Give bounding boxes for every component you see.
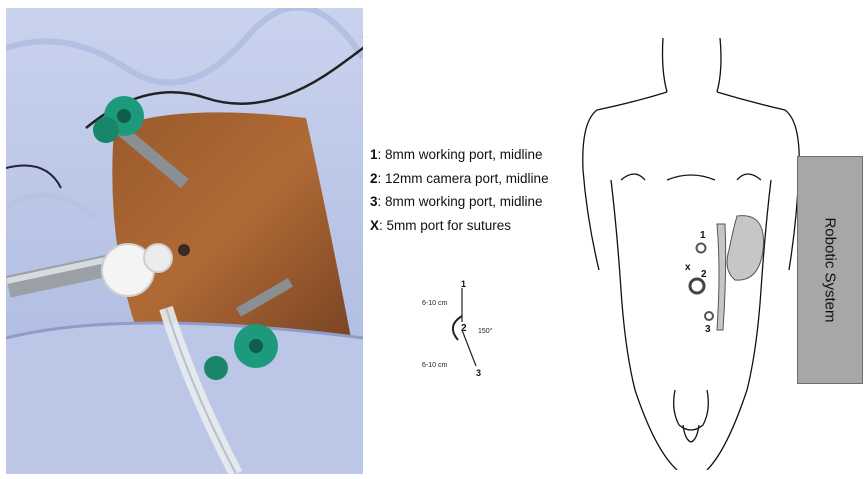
- kidney-shape: [727, 216, 763, 280]
- legend-key: 3: [370, 194, 378, 209]
- angle-label: 150°: [478, 327, 493, 335]
- distance-bottom-label: 6-10 cm: [422, 362, 447, 369]
- robotic-system-label: Robotic System: [822, 217, 839, 322]
- ureter-shape: [717, 224, 726, 330]
- legend-text: : 8mm working port, midline: [378, 147, 543, 162]
- robotic-system-box: Robotic System: [797, 156, 863, 384]
- port-1-marker: [697, 244, 706, 253]
- body-diagram: 1 2 3 x: [575, 30, 805, 470]
- angle-port-2-label: 2: [461, 323, 467, 334]
- port-legend: 1: 8mm working port, midline 2: 12mm cam…: [370, 143, 549, 237]
- legend-text: : 12mm camera port, midline: [378, 171, 549, 186]
- body-outline: [583, 38, 799, 470]
- legend-item: X: 5mm port for sutures: [370, 214, 549, 238]
- legend-item: 2: 12mm camera port, midline: [370, 167, 549, 191]
- angle-port-3-label: 3: [476, 368, 481, 378]
- surgical-photo: [6, 8, 363, 474]
- port-angle-diagram: 1 2 3 6-10 cm 6-10 cm 150°: [418, 276, 508, 381]
- legend-key: X: [370, 218, 379, 233]
- distance-top-label: 6-10 cm: [422, 300, 447, 307]
- angle-port-1-label: 1: [461, 279, 466, 289]
- legend-key: 2: [370, 171, 378, 186]
- legend-key: 1: [370, 147, 378, 162]
- port-3-marker: [705, 312, 713, 320]
- body-port-2-label: 2: [701, 269, 707, 280]
- body-port-3-label: 3: [705, 324, 711, 335]
- port-2-marker: [690, 279, 704, 293]
- suture-port-label: x: [685, 262, 691, 273]
- legend-item: 3: 8mm working port, midline: [370, 190, 549, 214]
- legend-item: 1: 8mm working port, midline: [370, 143, 549, 167]
- body-port-1-label: 1: [700, 230, 706, 241]
- legend-text: : 5mm port for sutures: [379, 218, 511, 233]
- legend-text: : 8mm working port, midline: [378, 194, 543, 209]
